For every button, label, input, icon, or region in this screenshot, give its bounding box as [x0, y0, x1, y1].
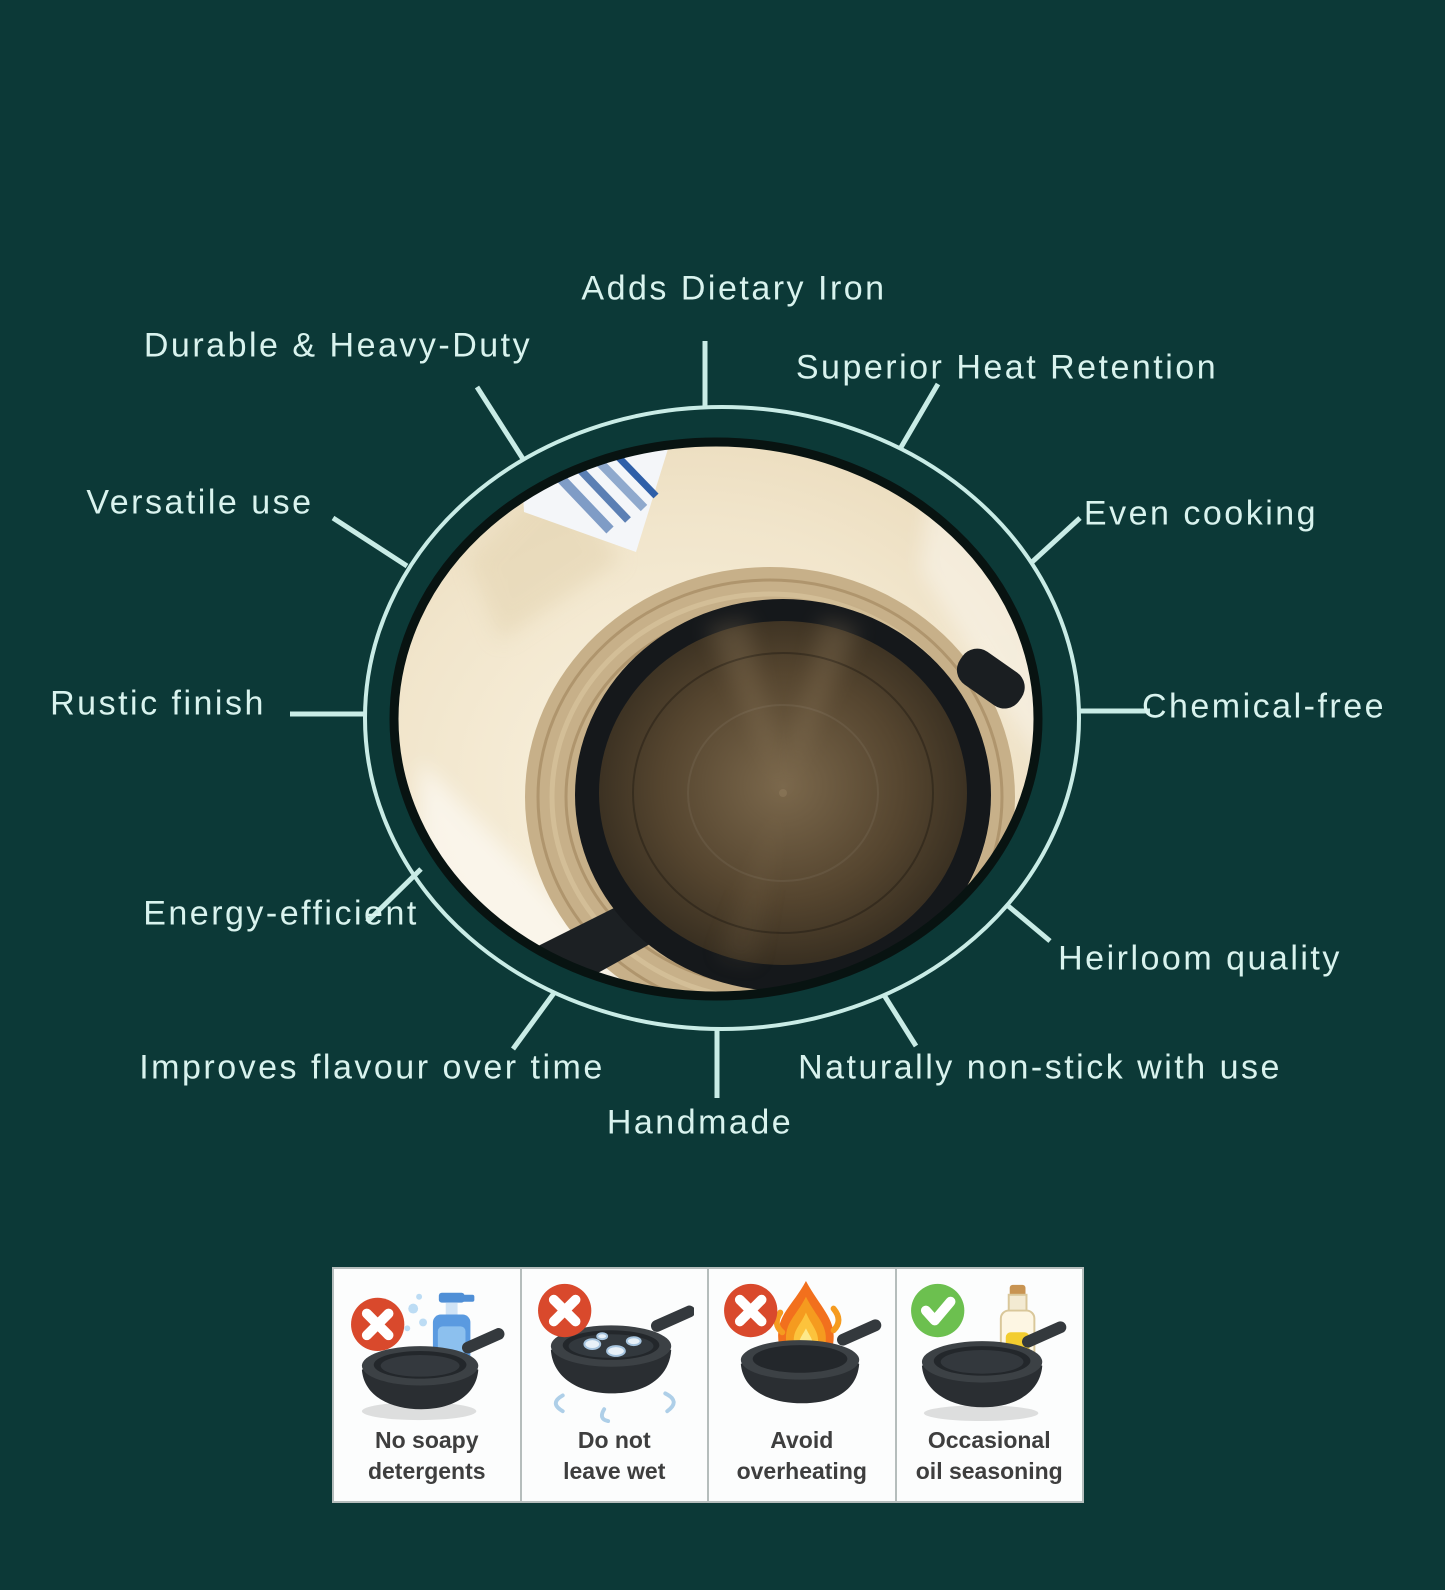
feature-label-non-stick: Naturally non-stick with use	[798, 1048, 1282, 1087]
care-caption-line1: Do not	[577, 1427, 651, 1453]
overheating-illustration	[723, 1280, 882, 1404]
prohibited-icon	[723, 1283, 778, 1338]
care-caption-line1: Occasional	[927, 1427, 1051, 1453]
prohibited-icon	[538, 1283, 592, 1338]
connector-improves-flavour	[510, 991, 557, 1051]
care-caption: No soapy detergents	[368, 1425, 486, 1491]
care-caption-line2: oil seasoning	[915, 1458, 1063, 1484]
prohibited-icon	[350, 1297, 405, 1352]
feature-label-improves-flavour: Improves flavour over time	[139, 1048, 605, 1087]
connector-versatile	[331, 515, 409, 569]
connector-heirloom	[1005, 903, 1052, 943]
wet-pan-icon	[551, 1305, 695, 1424]
pan-icon	[361, 1328, 505, 1421]
feature-label-chemical-free: Chemical-free	[1141, 687, 1387, 726]
care-card-do-not-leave-wet: Do not leave wet	[519, 1269, 707, 1501]
care-card-avoid-overheating: Avoid overheating	[707, 1269, 895, 1501]
care-caption-line1: No soapy	[374, 1427, 479, 1453]
feature-label-versatile: Versatile use	[86, 483, 314, 522]
care-caption: Occasional oil seasoning	[916, 1425, 1063, 1491]
feature-label-durable: Durable & Heavy-Duty	[143, 326, 533, 365]
feature-label-energy-efficient: Energy-efficient	[143, 894, 419, 933]
connector-energy-efficient	[365, 867, 423, 924]
feature-label-adds-dietary-iron: Adds Dietary Iron	[581, 269, 887, 308]
care-caption-line2: detergents	[367, 1458, 486, 1484]
care-caption-line1: Avoid	[770, 1427, 834, 1453]
no-soap-illustration	[350, 1292, 505, 1421]
connector-superior-heat	[897, 382, 941, 451]
care-caption-line2: leave wet	[563, 1458, 666, 1484]
feature-label-even-cooking: Even cooking	[1083, 494, 1319, 533]
care-card-no-soapy-detergents: No soapy detergents	[334, 1269, 520, 1501]
photo-rim	[389, 437, 1043, 1001]
care-instructions: No soapy detergents	[332, 1267, 1084, 1503]
connector-even-cooking	[1029, 516, 1082, 565]
connector-lines	[290, 341, 1150, 1098]
feature-ring	[363, 405, 1081, 1031]
check-icon	[911, 1283, 965, 1338]
oil-seasoning-illustration	[911, 1283, 1067, 1422]
wet-pan-illustration	[538, 1283, 695, 1424]
pan-icon	[740, 1319, 882, 1404]
feature-label-handmade: Handmade	[606, 1103, 794, 1142]
feature-label-heirloom: Heirloom quality	[1058, 939, 1342, 978]
feature-label-rustic: Rustic finish	[50, 684, 266, 723]
care-caption: Avoid overheating	[737, 1425, 867, 1491]
pan-icon	[922, 1321, 1067, 1422]
care-card-oil-seasoning: Occasional oil seasoning	[894, 1269, 1082, 1501]
feature-label-superior-heat: Superior Heat Retention	[795, 348, 1219, 387]
care-caption-line2: overheating	[736, 1458, 867, 1484]
connector-non-stick	[881, 993, 919, 1048]
care-caption: Do not leave wet	[563, 1425, 665, 1491]
connector-durable	[474, 385, 526, 461]
